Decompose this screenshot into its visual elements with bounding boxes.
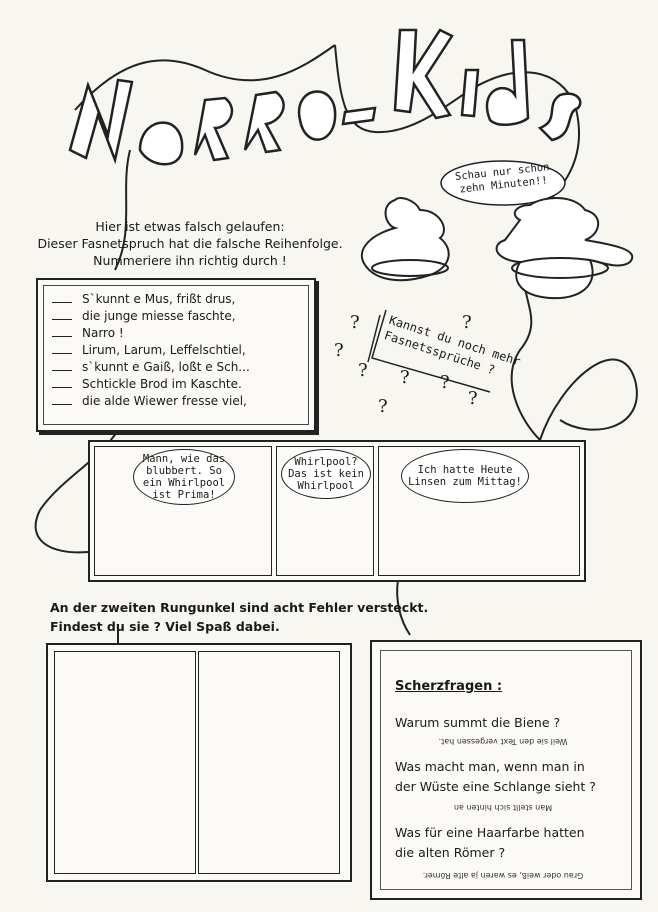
comic-panel-3: Ich hatte Heute Linsen zum Mittag! <box>378 446 580 576</box>
joke-answer: Weil sie den Text vergessen hat. <box>438 737 568 746</box>
joke-question: die alten Römer ? <box>395 845 506 860</box>
spot-difference-box <box>46 643 352 882</box>
rhyme-line[interactable]: Schtickle Brod im Kaschte. <box>52 376 300 393</box>
joke-question: Warum summt die Biene ? <box>395 715 561 730</box>
joke-answer: Man stellt sich hinten an <box>453 803 553 812</box>
number-blank[interactable] <box>52 310 72 320</box>
joke-answer: Grau oder weiß, es waren ja alte Römer. <box>422 871 584 880</box>
rhyme-box: S`kunnt e Mus, frißt drus, die junge mie… <box>36 278 316 432</box>
speech-bubble: Ich hatte Heute Linsen zum Mittag! <box>401 449 529 503</box>
riddle-intro-line: Hier ist etwas falsch gelaufen: <box>95 219 285 234</box>
rhyme-line[interactable]: s`kunnt e Gaiß, loßt e Sch... <box>52 359 300 376</box>
riddle-intro-line: Dieser Fasnetspruch hat die falsche Reih… <box>37 236 343 251</box>
jokes-title: Scherzfragen : <box>395 679 503 694</box>
rhyme-line[interactable]: Lirum, Larum, Leffelschtiel, <box>52 342 300 359</box>
question-mark-icon: ? <box>334 340 344 361</box>
joke-question: Was für eine Haarfarbe hatten <box>395 825 585 840</box>
question-mark-icon: ? <box>358 360 368 381</box>
question-mark-icon: ? <box>400 367 410 388</box>
page-title: Narro-Kids <box>0 0 1 1</box>
witch-original <box>54 651 196 874</box>
witch-modified <box>198 651 340 874</box>
speech-bubble: Mann, wie das blubbert. So ein Whirlpool… <box>133 449 235 505</box>
number-blank[interactable] <box>52 293 72 303</box>
question-mark-icon: ? <box>378 396 388 417</box>
number-blank[interactable] <box>52 344 72 354</box>
spot-difference-intro: An der zweiten Rungunkel sind acht Fehle… <box>50 600 429 634</box>
question-mark-icon: ? <box>440 372 450 393</box>
number-blank[interactable] <box>52 378 72 388</box>
joke-question: der Wüste eine Schlange sieht ? <box>395 779 596 794</box>
riddle-intro-line: Nummeriere ihn richtig durch ! <box>93 253 287 268</box>
question-mark-icon: ? <box>468 388 478 409</box>
riddle-intro: Hier ist etwas falsch gelaufen: Dieser F… <box>0 218 380 269</box>
question-mark-icon: ? <box>350 312 360 333</box>
number-blank[interactable] <box>52 327 72 337</box>
question-mark-icon: ? <box>462 312 472 333</box>
number-blank[interactable] <box>52 395 72 405</box>
rhyme-line[interactable]: Narro ! <box>52 325 300 342</box>
comic-panel-2: Whirlpool? Das ist kein Whirlpool <box>276 446 374 576</box>
rhyme-line[interactable]: die alde Wiewer fresse viel, <box>52 393 300 410</box>
joke-question: Was macht man, wenn man in <box>395 759 585 774</box>
speech-bubble: Whirlpool? Das ist kein Whirlpool <box>281 449 371 499</box>
comic-strip: Mann, wie das blubbert. So ein Whirlpool… <box>88 440 586 582</box>
jokes-box: Scherzfragen : Warum summt die Biene ? W… <box>370 640 642 900</box>
rhyme-line[interactable]: die junge miesse faschte, <box>52 308 300 325</box>
number-blank[interactable] <box>52 361 72 371</box>
rhyme-line[interactable]: S`kunnt e Mus, frißt drus, <box>52 291 300 308</box>
comic-panel-1: Mann, wie das blubbert. So ein Whirlpool… <box>94 446 272 576</box>
